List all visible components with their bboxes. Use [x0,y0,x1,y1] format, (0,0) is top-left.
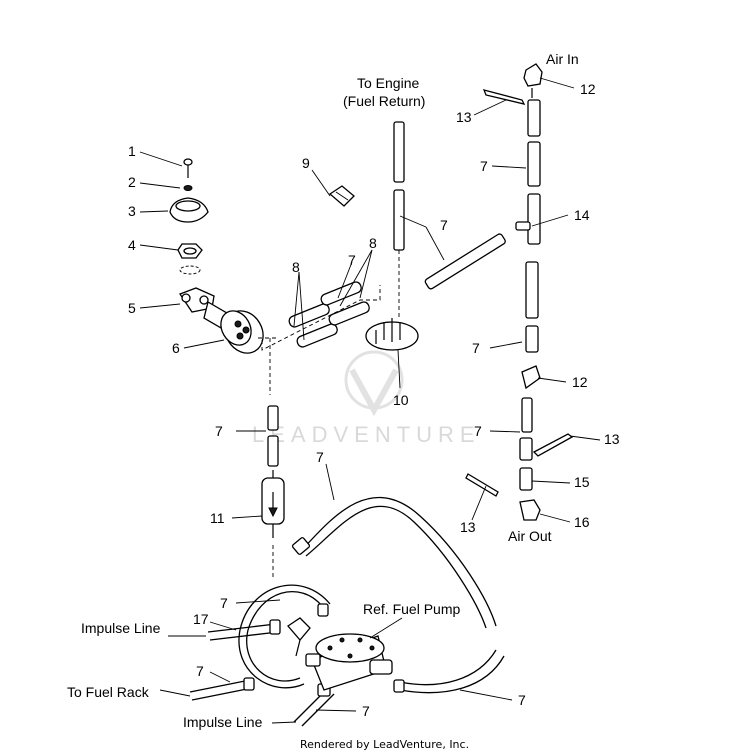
hose-17 [207,619,281,641]
fuel-rack-hose [189,677,255,701]
callout-13-mid: 13 [604,431,620,447]
air-in-fitting-12 [523,63,543,98]
cable-tie-mid [532,433,574,457]
callout-13-top: 13 [456,109,472,125]
callout-15: 15 [574,474,590,490]
callout-12-top: 12 [580,81,596,97]
callout-7-left-pipe: 7 [215,423,223,439]
callout-7-return-hose: 7 [316,449,324,465]
callout-7-rack-hose: 7 [196,663,204,679]
center-pipe [393,121,405,320]
watermark-text: LEADVENTURE [252,422,481,447]
callout-7-impulse-bottom: 7 [362,703,370,719]
left-pipe [267,405,279,467]
callout-8-left: 8 [292,259,300,275]
callout-7-pump-out: 7 [518,692,526,708]
callout-13-bottom: 13 [460,519,476,535]
right-hose-2 [527,141,541,187]
tee-14 [515,193,541,245]
callout-2: 2 [128,174,136,190]
right-hose-1 [527,99,541,137]
manifold-10 [365,318,419,351]
elbow-16 [519,499,541,521]
callout-7-center-hose: 7 [348,252,356,268]
right-hose-3 [525,261,539,353]
diagonal-pipe [424,233,506,290]
label-to-engine: To Engine [357,75,419,91]
callout-12-mid: 12 [572,374,588,390]
clip-9 [328,185,355,207]
screw [183,158,193,178]
callout-7-right-top: 7 [480,158,488,174]
label-fuel-return: (Fuel Return) [343,93,425,109]
label-air-in: Air In [546,51,579,67]
leader-lines [139,77,601,724]
callout-16: 16 [574,514,590,530]
cable-tie-top [482,89,526,105]
callout-7-right-low: 7 [474,423,482,439]
cap [169,197,209,223]
label-impulse-line-bottom: Impulse Line [183,714,263,730]
clip-ring [179,265,201,275]
callout-14: 14 [574,207,590,223]
pulley-6 [203,301,264,354]
label-to-fuel-rack: To Fuel Rack [67,684,150,700]
fuel-pump [305,633,393,691]
callout-9: 9 [302,155,310,171]
callout-7-right-mid: 7 [472,340,480,356]
tee-fitting [287,603,329,657]
right-hose-4 [519,397,533,461]
callout-4: 4 [128,237,136,253]
callout-7-diagonal: 7 [440,217,448,233]
label-ref-fuel-pump: Ref. Fuel Pump [363,601,460,617]
callout-3: 3 [128,203,136,219]
cable-tie-bottom [465,473,499,497]
hose-pair [261,281,381,351]
pump-out-hose [393,649,505,694]
washer [183,185,193,191]
callout-1: 1 [128,143,136,159]
impulse-bottom-hose [293,683,335,727]
impulse-hose-loop [238,584,331,689]
callout-6: 6 [172,340,180,356]
callout-5: 5 [128,300,136,316]
nut [177,243,203,259]
label-air-out: Air Out [508,528,552,544]
long-return-hose [291,496,497,629]
footer-credit: Rendered by LeadVenture, Inc. [300,738,469,751]
callout-11: 11 [210,510,225,526]
check-valve-12 [521,365,541,390]
fuel-filter-11 [261,470,285,538]
callout-7-loop-hose: 7 [220,595,228,611]
callout-10: 10 [393,392,409,408]
fitting-5 [179,287,215,313]
label-impulse-line-top: Impulse Line [81,620,161,636]
callout-17: 17 [193,611,209,627]
watermark: LEADVENTURE [252,350,481,447]
callout-8-right: 8 [369,235,377,251]
fitting-15 [519,467,533,491]
